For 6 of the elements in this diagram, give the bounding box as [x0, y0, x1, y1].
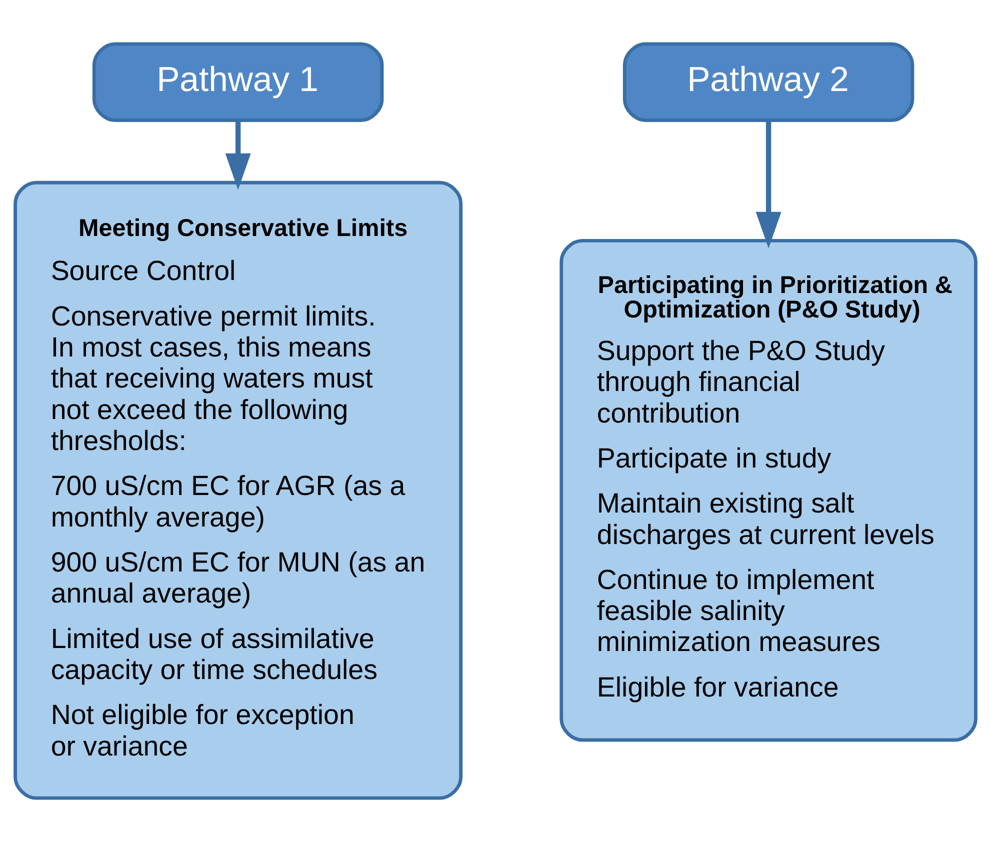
node-box: Pathway 1 — [92, 42, 384, 122]
node-box: Pathway 2 — [622, 42, 914, 122]
node-box: Meeting Conservative Limits Source Control Conservative permit limits. In most cases, this means that receiving waters must not exceed the following thresholds: 700 uS/cm EC for AGR (as a monthly average) 900 uS/cm EC for MUN (as an annual average) Limited use of assimilative capacity or time schedules Not eligible for exception or variance — [14, 180, 463, 800]
arrow — [225, 120, 251, 190]
node-box: Participating in Prioritization & Optimization (P&O Study) Support the P&O Study through financial contribution Participate in study Maintain existing salt discharges at current levels Continue to implement feasible salinity minimization measures Eligible for variance — [560, 238, 978, 742]
arrow — [756, 120, 782, 248]
